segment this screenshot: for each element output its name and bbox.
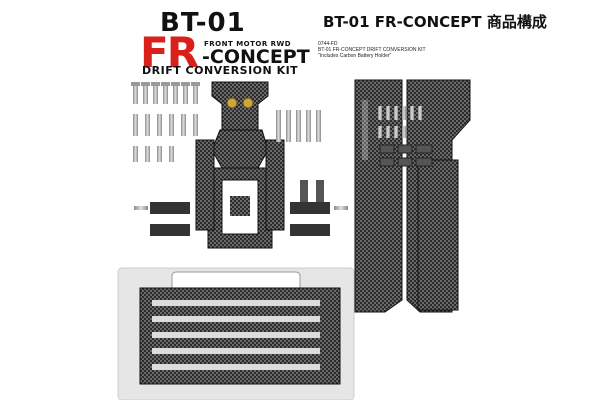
shafts <box>276 110 324 210</box>
chassis-plate-left <box>354 79 403 313</box>
product-name: BT-01 FR-CONCEPT DRIFT CONVERSION KIT <box>318 47 426 53</box>
logo-concept: -CONCEPT <box>202 46 310 68</box>
upper-plate <box>211 81 269 131</box>
screws-right <box>378 106 433 167</box>
main-bulkhead <box>207 167 273 249</box>
screws-left <box>131 82 200 162</box>
chassis-plate-center <box>417 159 459 311</box>
product-info: 0744-FD BT-01 FR-CONCEPT DRIFT CONVERSIO… <box>318 41 426 59</box>
upper-deck <box>211 129 269 169</box>
side-arm-left <box>195 139 215 231</box>
logo-model: BT-01 <box>160 8 246 38</box>
side-arm-right <box>265 139 285 231</box>
product-code: 0744-FD <box>318 41 338 47</box>
battery-holder-plate <box>139 287 341 385</box>
product-note: "Includes Carbon Battery Holder" <box>318 53 392 59</box>
logo-subtitle: FRONT MOTOR RWD <box>204 40 292 48</box>
logo-kit: DRIFT CONVERSION KIT <box>142 64 299 77</box>
page-title: BT-01 FR-CONCEPT 商品構成 <box>323 13 547 31</box>
brand-logo: BT-01 FR FRONT MOTOR RWD -CONCEPT DRIFT … <box>140 8 315 78</box>
logo-fr: FR <box>140 28 199 77</box>
suspension-arms <box>134 202 348 236</box>
